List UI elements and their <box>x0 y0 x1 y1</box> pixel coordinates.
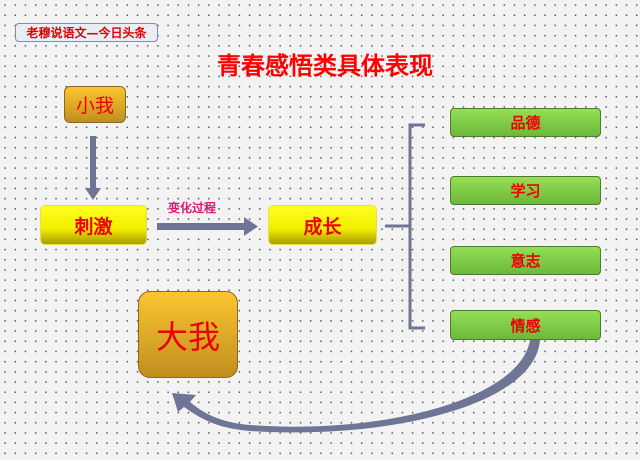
aspect-emotion: 情感 <box>450 310 601 340</box>
source-badge: 老穆说语文—今日头条 <box>15 23 158 42</box>
right-arrow-shaft <box>157 223 245 230</box>
down-arrow-head <box>85 188 101 200</box>
node-big-self: 大我 <box>138 291 238 378</box>
page-title: 青春感悟类具体表现 <box>217 52 433 80</box>
node-growth: 成长 <box>268 205 377 245</box>
process-label: 变化过程 <box>168 201 217 215</box>
node-stimulus: 刺激 <box>40 205 147 245</box>
down-arrow-shaft <box>90 136 96 191</box>
aspect-morality: 品德 <box>450 108 601 137</box>
curved-return-arrow <box>172 340 540 433</box>
bracket <box>385 123 425 330</box>
node-small-self: 小我 <box>64 86 126 123</box>
right-arrow-head <box>244 217 258 236</box>
aspect-study: 学习 <box>450 176 601 205</box>
aspect-will: 意志 <box>450 246 601 275</box>
